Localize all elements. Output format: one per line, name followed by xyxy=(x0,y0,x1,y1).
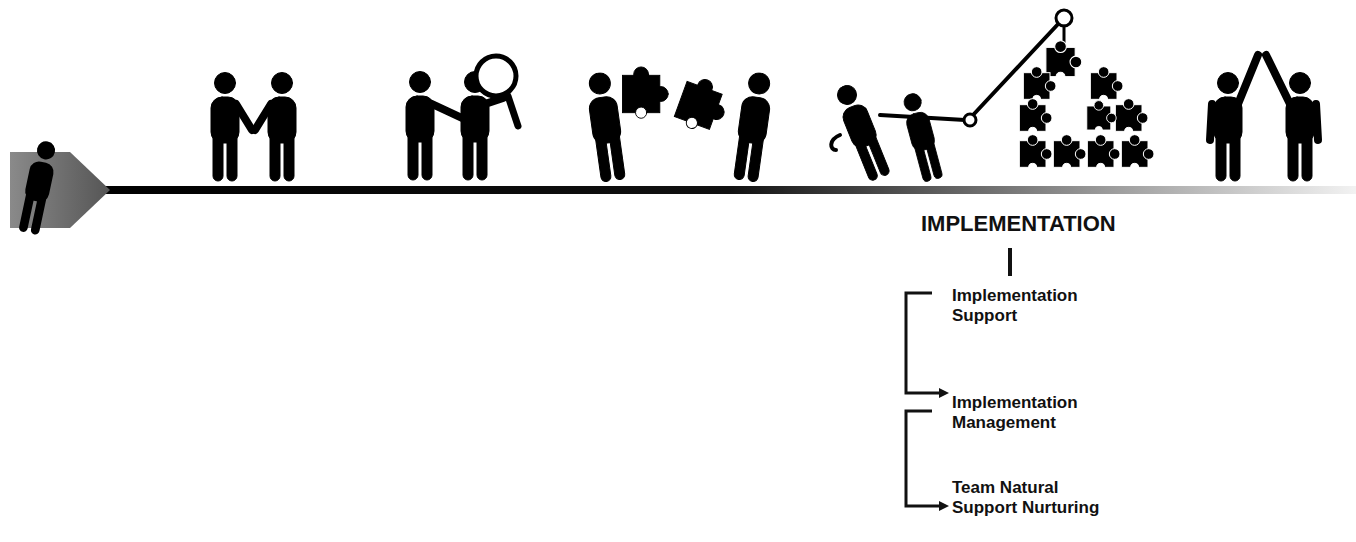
puzzle-fitting-figure xyxy=(585,67,775,182)
timeline-bar xyxy=(100,186,1356,194)
high-five-figure xyxy=(1210,55,1318,181)
phase-heading: IMPLEMENTATION xyxy=(921,211,1116,237)
sub-step-label: Implementation Management xyxy=(952,393,1112,433)
arrow-head xyxy=(939,388,949,398)
bracket-arrow xyxy=(906,411,940,506)
pulling-figure xyxy=(831,10,1072,183)
arrow-head xyxy=(939,501,949,511)
stem-line xyxy=(1008,248,1012,276)
inspection-figure xyxy=(406,56,518,180)
bracket-arrow xyxy=(906,293,940,393)
start-arrow xyxy=(10,139,110,236)
sub-step-label: Implementation Support xyxy=(952,286,1112,326)
puzzle-stack xyxy=(1019,41,1154,172)
sub-step-label: Team Natural Support Nurturing xyxy=(952,478,1112,518)
handshake-figure xyxy=(211,73,296,182)
